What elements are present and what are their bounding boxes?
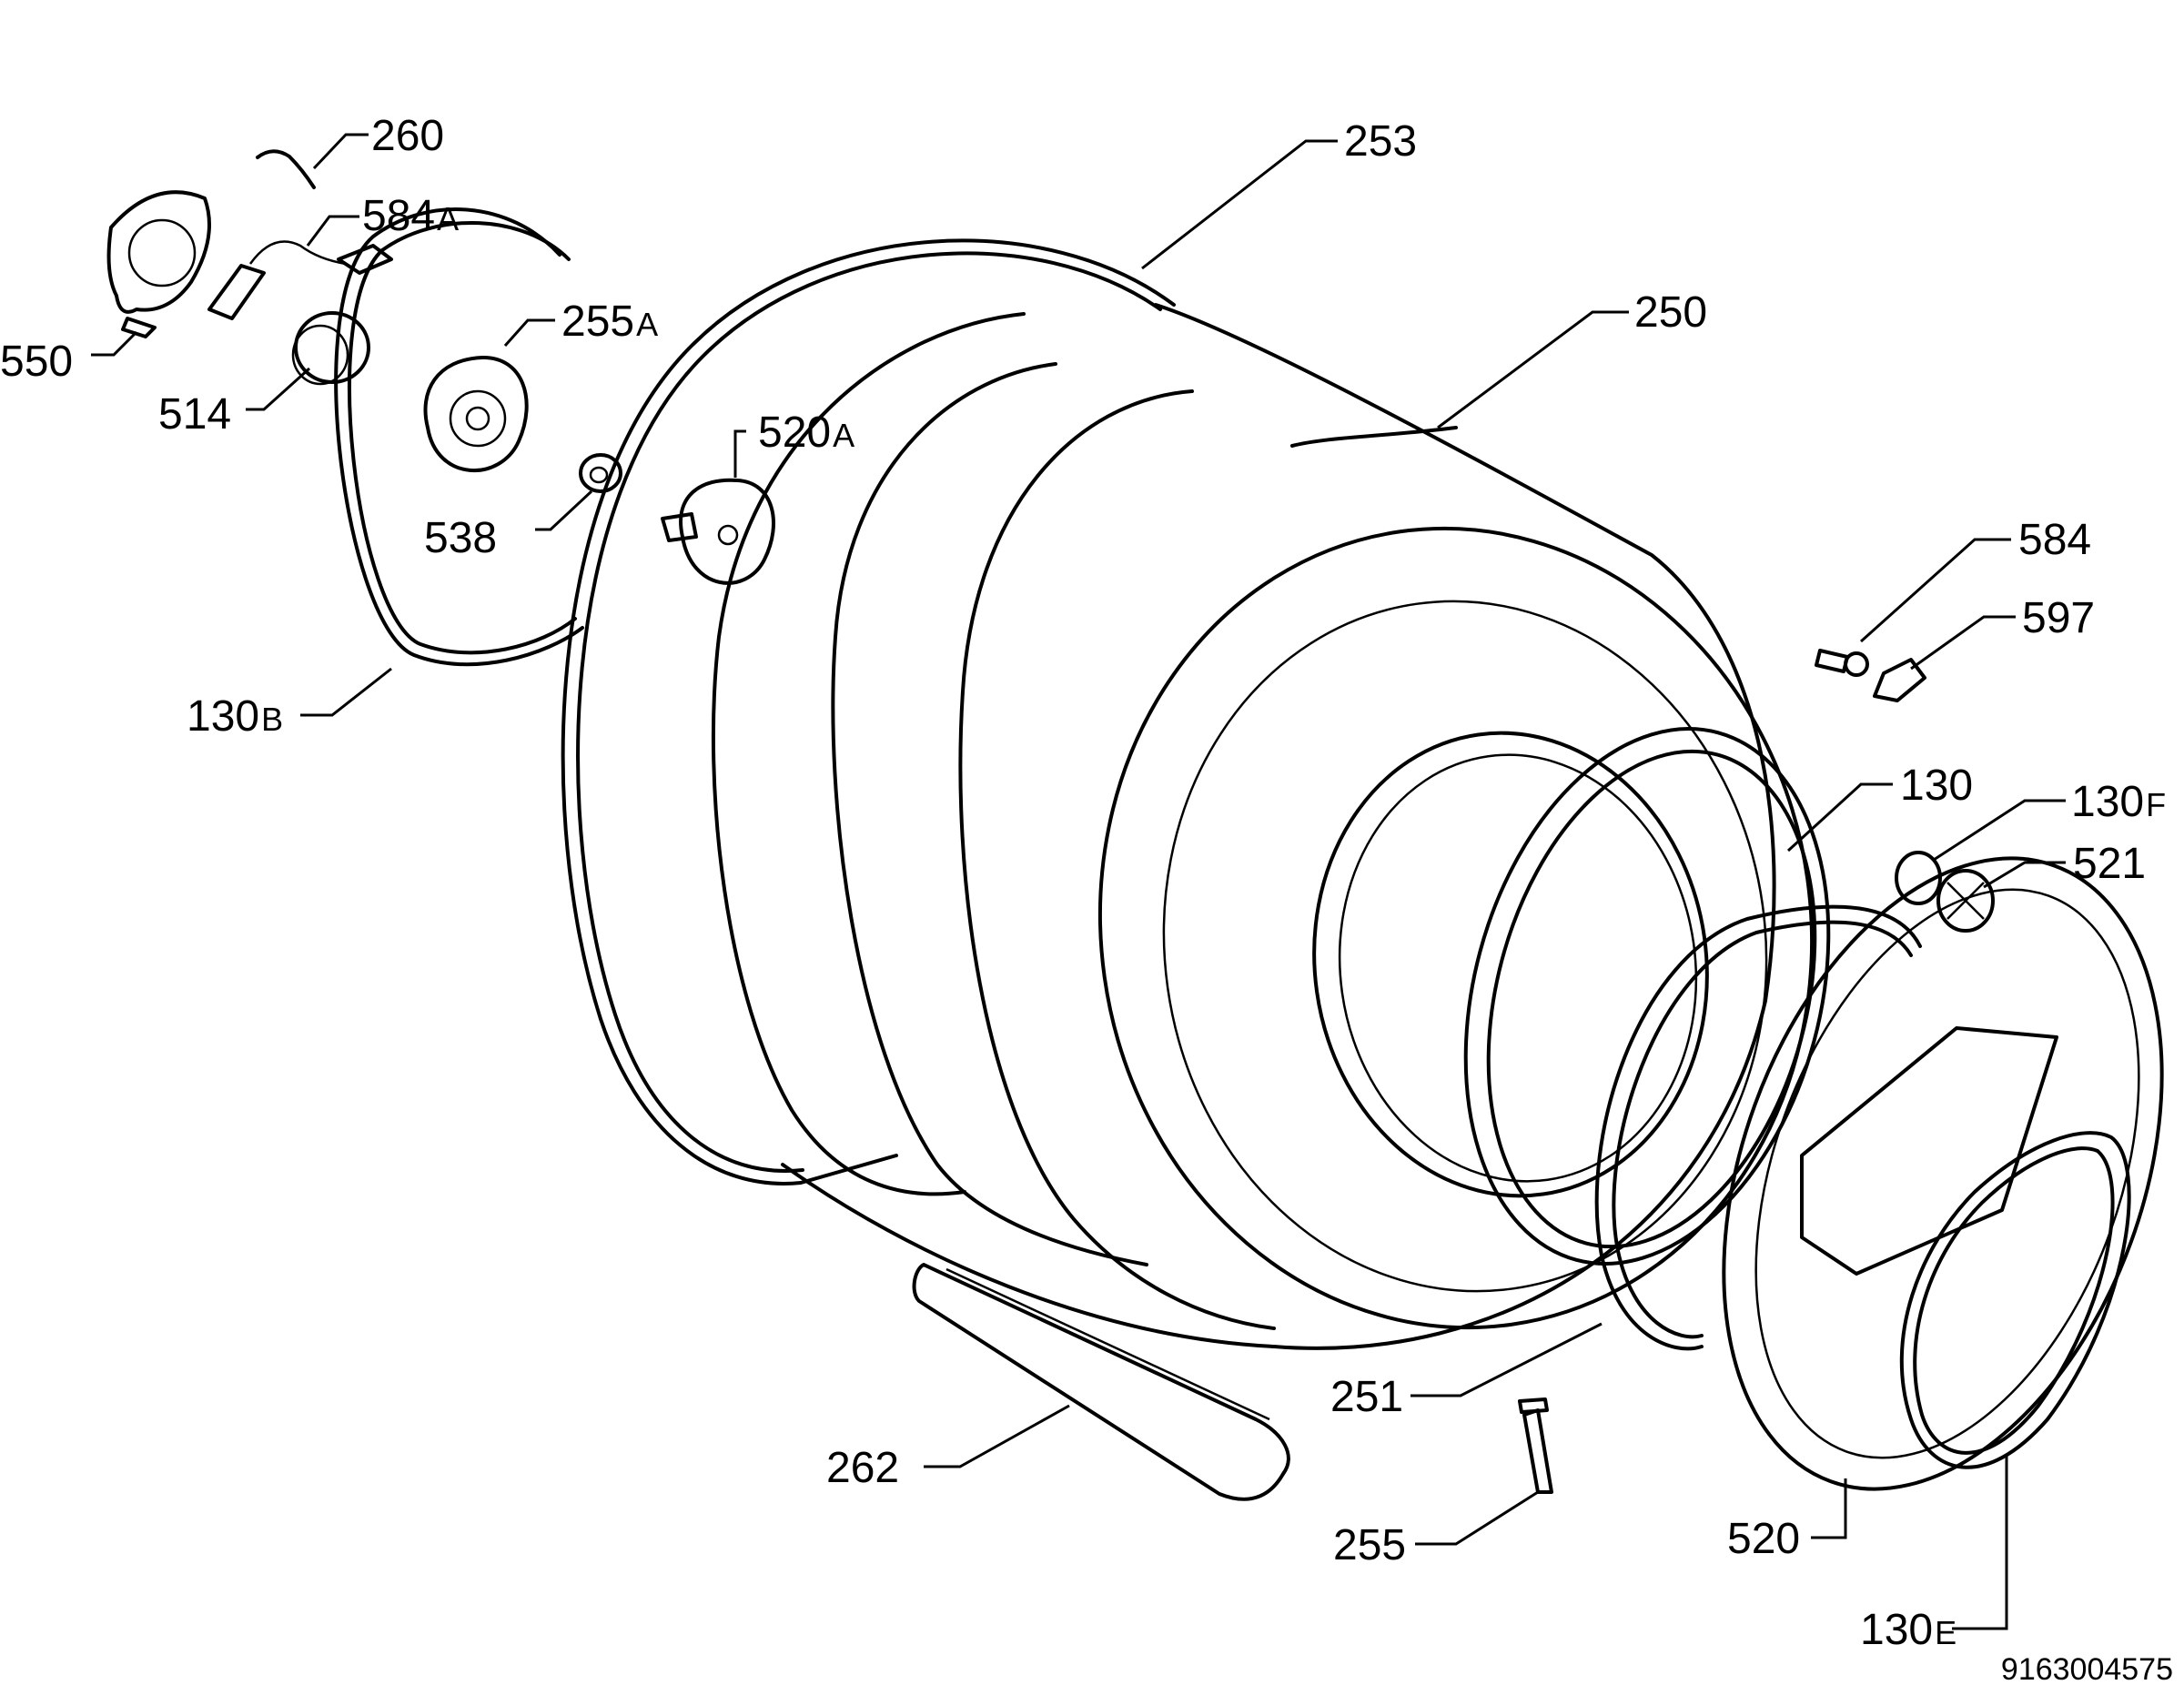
- leader-521: [1983, 861, 2066, 889]
- leader-130b: [300, 667, 392, 717]
- part-514-bearing: [291, 311, 370, 386]
- leader-251: [1410, 1322, 1603, 1397]
- leader-550: [91, 330, 138, 357]
- label-597: 597: [2022, 594, 2096, 642]
- label-255a: 255A: [561, 298, 659, 346]
- part-130f-ring: [1895, 851, 1942, 905]
- label-130: 130: [1900, 762, 1974, 810]
- part-260-cable-tie: [256, 149, 316, 189]
- part-255-clip: [1518, 1397, 1553, 1494]
- part-250-drum: [711, 303, 1815, 1350]
- label-130b: 130B: [187, 692, 284, 741]
- part-520-front-frame: [1722, 856, 2164, 1491]
- leader-255: [1415, 1490, 1539, 1546]
- label-584: 584: [2018, 516, 2092, 564]
- part-520a-shaft: [661, 478, 775, 585]
- label-260: 260: [371, 112, 445, 160]
- leader-584a: [306, 215, 359, 247]
- leader-514: [246, 367, 311, 411]
- label-255: 255: [1333, 1521, 1407, 1569]
- part-597-clip: [1873, 658, 1926, 702]
- part-262-baffle: [912, 1263, 1290, 1501]
- part-538-washer: [579, 453, 622, 493]
- leader-584: [1859, 538, 2011, 643]
- leader-260: [312, 133, 369, 170]
- label-251: 251: [1330, 1373, 1404, 1421]
- part-521-filter-cap: [1936, 869, 1995, 933]
- leader-130f: [1933, 799, 2066, 862]
- label-130e: 130E: [1860, 1606, 1957, 1654]
- leader-520: [1811, 1478, 1847, 1539]
- label-130f: 130F: [2071, 778, 2167, 826]
- part-130b-rear-seal: [334, 207, 584, 667]
- leader-130: [1786, 782, 1893, 853]
- leader-520a: [733, 429, 746, 478]
- leader-130e: [1952, 1456, 2008, 1630]
- leader-255a: [503, 318, 555, 347]
- leader-262: [924, 1404, 1070, 1468]
- part-584-screw: [1815, 649, 1869, 677]
- leader-253: [1141, 139, 1338, 270]
- leader-250: [1437, 310, 1629, 429]
- part-251-front-ring: [1594, 904, 1922, 1351]
- label-262: 262: [826, 1444, 900, 1492]
- leader-538: [535, 489, 593, 531]
- label-514: 514: [158, 390, 232, 439]
- label-538: 538: [424, 514, 498, 562]
- document-id: 9163004575: [2000, 1652, 2173, 1687]
- part-550-bearing-bracket: [106, 190, 211, 338]
- label-250: 250: [1634, 288, 1708, 337]
- label-253: 253: [1344, 117, 1418, 166]
- part-130e-felt-seal: [1899, 1131, 2131, 1469]
- label-520a: 520A: [758, 409, 855, 457]
- part-255a-rear-hub: [423, 355, 529, 472]
- leader-597: [1910, 615, 2016, 671]
- leader-lines: [91, 133, 2066, 1630]
- part-130-front-seal: [1463, 727, 1831, 1266]
- part-253-rear-panel: [561, 238, 1176, 1185]
- label-550: 550: [0, 338, 74, 386]
- label-520: 520: [1727, 1515, 1801, 1563]
- label-584a: 584A: [362, 192, 460, 240]
- label-521: 521: [2073, 840, 2147, 888]
